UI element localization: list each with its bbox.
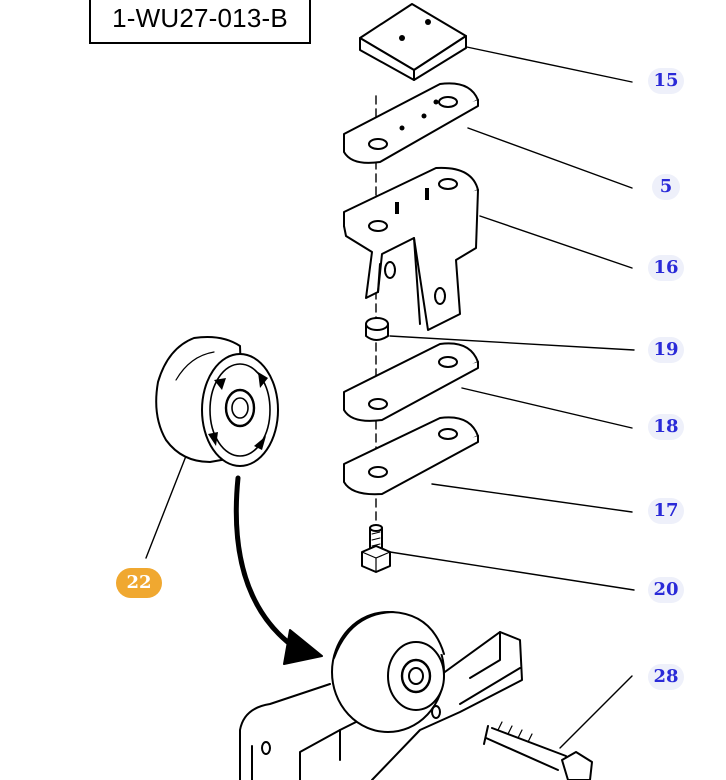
part-19-spacer [365, 317, 389, 341]
callout-22-selected[interactable]: 22 [116, 568, 162, 598]
part-5-plate [343, 82, 479, 164]
part-15-block [359, 3, 467, 81]
diagram-code-label: 1-WU27-013-B [89, 0, 311, 44]
callout-28[interactable]: 28 [648, 664, 684, 690]
part-18-plate [343, 342, 479, 422]
callout-5[interactable]: 5 [652, 174, 680, 200]
callout-15[interactable]: 15 [648, 68, 684, 94]
callout-18[interactable]: 18 [648, 414, 684, 440]
part-22-rubber-mount [155, 336, 279, 467]
callout-17[interactable]: 17 [648, 498, 684, 524]
callout-20[interactable]: 20 [648, 577, 684, 603]
part-17-plate [343, 416, 479, 496]
callout-19[interactable]: 19 [648, 337, 684, 363]
part-20-bolt [361, 524, 391, 573]
part-16-bracket [343, 166, 479, 331]
callout-16[interactable]: 16 [648, 255, 684, 281]
assembled-mount-view [239, 611, 593, 780]
leader-lines [145, 45, 635, 749]
assembly-arrow [233, 475, 323, 665]
